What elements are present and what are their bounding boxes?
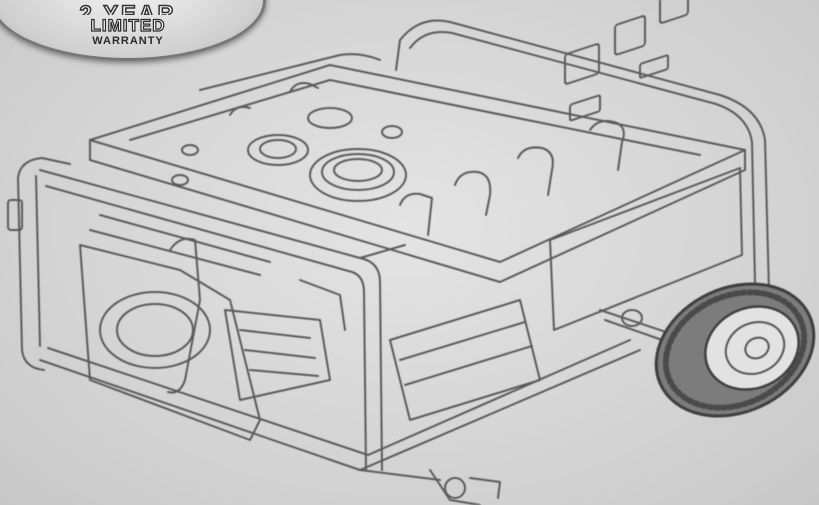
fuel-cap: [309, 148, 407, 202]
warranty-limited-text: LIMITED: [90, 15, 166, 35]
small-fittings: [171, 107, 403, 186]
frame-top-rear-tube: [395, 19, 771, 331]
outlet-panel: [549, 0, 743, 331]
warranty-years-text: 2 YEAR: [0, 3, 263, 15]
frame-front-left-post: [7, 157, 71, 371]
deck-loop-handles: [229, 82, 625, 236]
wheel: [654, 282, 816, 418]
frame-base-rail: [39, 339, 641, 481]
fuel-gauge: [247, 134, 309, 166]
engine-details: [167, 237, 541, 421]
frame-front-handle: [39, 169, 406, 471]
foot-bracket: [429, 469, 501, 505]
warranty-label-text: WARRANTY: [92, 35, 164, 47]
generator-top-deck: [89, 53, 746, 283]
